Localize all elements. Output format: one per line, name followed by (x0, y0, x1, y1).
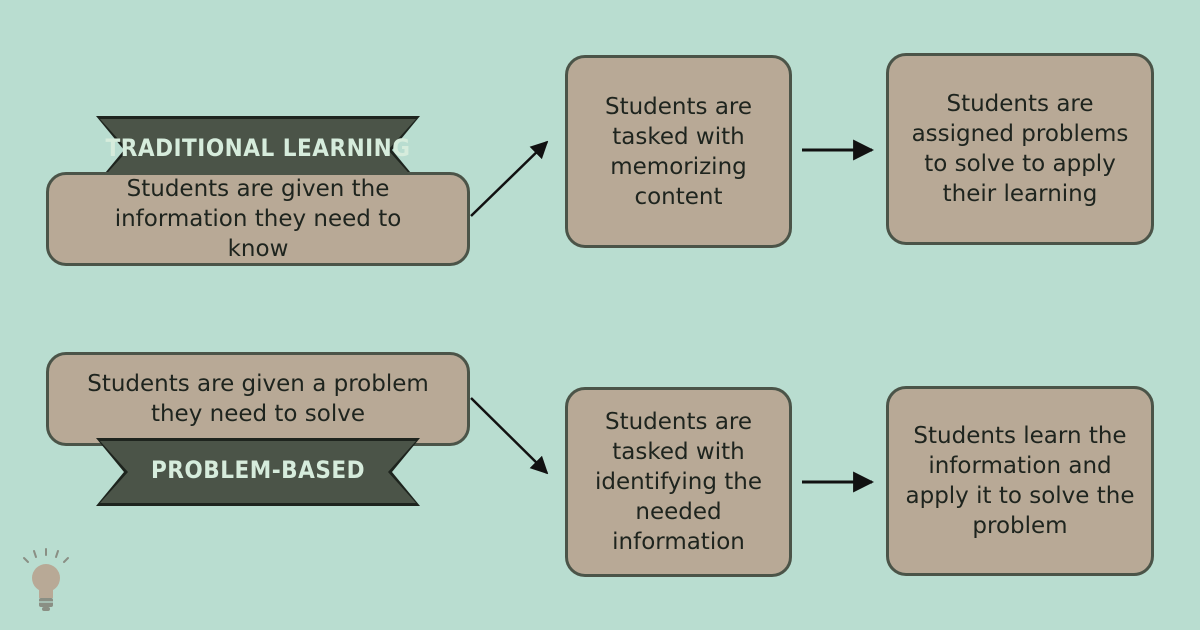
problem-based-banner: PROBLEM-BASED (96, 436, 420, 508)
arrow-icon (470, 397, 549, 475)
traditional-step-2: Students are tasked with memorizing cont… (565, 55, 792, 248)
lightbulb-icon (23, 548, 69, 611)
problem-based-step-3-text: Students learn the information and apply… (905, 423, 1135, 539)
banner-ribbon-shape (96, 116, 420, 184)
problem-based-step-2: Students are tasked with identifying the… (565, 387, 792, 577)
problem-based-label: PROBLEM-BASED (150, 456, 366, 484)
traditional-step-2-text: Students are tasked with memorizing cont… (604, 93, 753, 210)
problem-based-step-2-text: Students are tasked with identifying the… (594, 409, 763, 555)
traditional-learning-banner: TRADITIONAL LEARNING (96, 114, 420, 186)
problem-based-step-1-text: Students are given a problem they need t… (87, 371, 429, 427)
problem-based-step-3: Students learn the information and apply… (886, 386, 1154, 576)
traditional-step-1-text: Students are given the information they … (114, 176, 402, 262)
banner-ribbon-shape (96, 438, 420, 506)
traditional-step-1: Students are given the information they … (46, 172, 470, 266)
traditional-step-3: Students are assigned problems to solve … (886, 53, 1154, 245)
traditional-learning-label: TRADITIONAL LEARNING (105, 134, 411, 162)
traditional-step-3-text: Students are assigned problems to solve … (911, 91, 1129, 207)
arrow-icon (470, 140, 549, 217)
